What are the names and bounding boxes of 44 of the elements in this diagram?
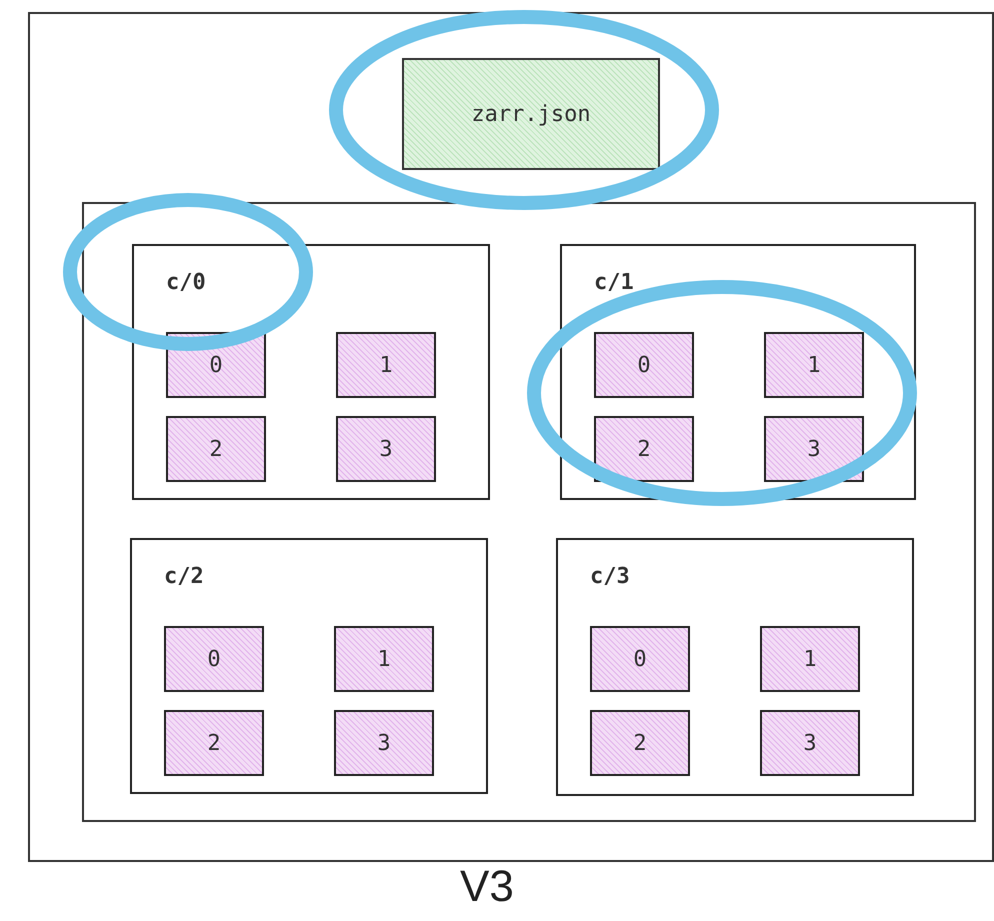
chunk-label: 3 <box>377 730 391 756</box>
chunk-box <box>760 710 860 776</box>
file-name: zarr.json <box>471 102 591 126</box>
chunk-box <box>594 332 694 398</box>
chunk-label: 1 <box>803 646 817 672</box>
chunk-label: 0 <box>633 646 647 672</box>
chunk-label: 1 <box>377 646 391 672</box>
chunk-label: 3 <box>379 436 393 462</box>
chunk-box <box>166 416 266 482</box>
chunk-label: 2 <box>209 436 223 462</box>
chunk-box <box>760 626 860 692</box>
chunk-label: 0 <box>207 646 221 672</box>
file-box <box>402 58 660 170</box>
chunk-box <box>336 332 436 398</box>
chunk-label: 2 <box>633 730 647 756</box>
chunk-label: 1 <box>379 352 393 378</box>
group-box <box>556 538 914 796</box>
chunk-label: 2 <box>637 436 651 462</box>
container-box <box>28 12 994 862</box>
chunk-box <box>164 710 264 776</box>
chunk-box <box>590 626 690 692</box>
group-label: c/1 <box>594 270 634 295</box>
chunk-label: 3 <box>807 436 821 462</box>
group-box <box>130 538 488 794</box>
group-label: c/0 <box>166 270 206 295</box>
chunk-label: 2 <box>207 730 221 756</box>
chunk-box <box>336 416 436 482</box>
group-box <box>132 244 490 500</box>
group-label: c/2 <box>164 564 204 589</box>
chunk-label: 3 <box>803 730 817 756</box>
chunk-box <box>764 416 864 482</box>
chunk-label: 1 <box>807 352 821 378</box>
group-box <box>560 244 916 500</box>
chunk-label: 0 <box>637 352 651 378</box>
chunk-box <box>164 626 264 692</box>
chunk-box <box>594 416 694 482</box>
chunk-box <box>764 332 864 398</box>
container-box <box>82 202 976 822</box>
chunk-label: 0 <box>209 352 223 378</box>
caption: V3 <box>460 862 514 912</box>
chunk-box <box>590 710 690 776</box>
group-label: c/3 <box>590 564 630 589</box>
chunk-box <box>334 626 434 692</box>
chunk-box <box>334 710 434 776</box>
